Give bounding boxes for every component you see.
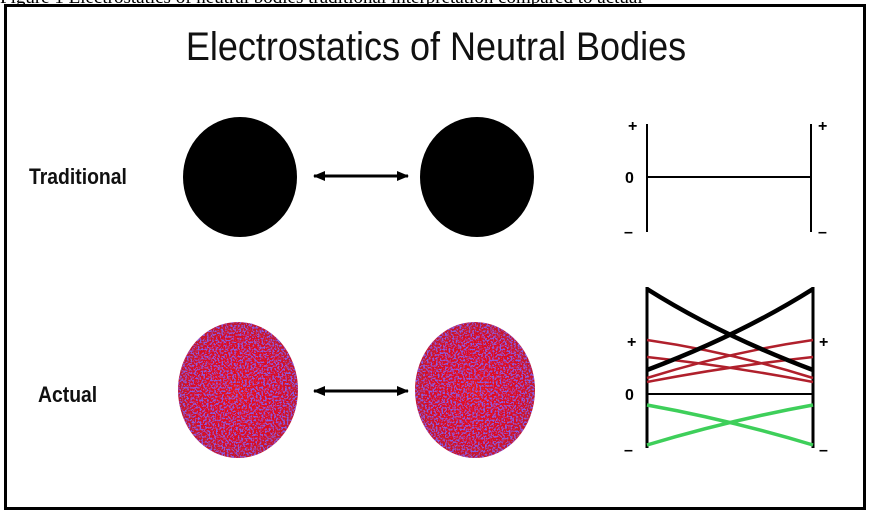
figure-frame (4, 4, 866, 510)
top-caption: Figure 1 Electrostatics of neutral bodie… (0, 0, 872, 8)
traditional-body-right (420, 117, 534, 237)
trad-graph-plus-right: + (818, 118, 827, 135)
act-graph-minus-right: – (819, 442, 828, 459)
row-label-traditional: Traditional (29, 164, 127, 189)
row-label-actual: Actual (38, 382, 98, 407)
act-curve-black-rising (646, 287, 815, 373)
act-curve-black-falling (645, 287, 814, 373)
traditional-body-left (183, 117, 297, 237)
act-curve-green-rising (646, 403, 814, 447)
traditional-potential-graph: + + 0 – – (624, 118, 827, 241)
act-graph-zero-label: 0 (625, 387, 634, 404)
trad-graph-plus-left: + (628, 118, 637, 135)
act-graph-minus-left: – (624, 442, 633, 459)
trad-graph-minus-right: – (818, 224, 827, 241)
actual-potential-graph: + + 0 – – (624, 287, 828, 459)
act-curve-red-rising-lower (646, 355, 814, 384)
trad-graph-zero-label: 0 (625, 170, 634, 187)
actual-body-left (178, 322, 298, 458)
act-curve-red-rising-upper (646, 338, 814, 380)
page-title: Electrostatics of Neutral Bodies (185, 25, 687, 69)
act-graph-plus-right: + (819, 334, 828, 351)
actual-body-right (415, 322, 535, 458)
trad-graph-minus-left: – (624, 224, 633, 241)
act-graph-plus-left: + (627, 334, 636, 351)
